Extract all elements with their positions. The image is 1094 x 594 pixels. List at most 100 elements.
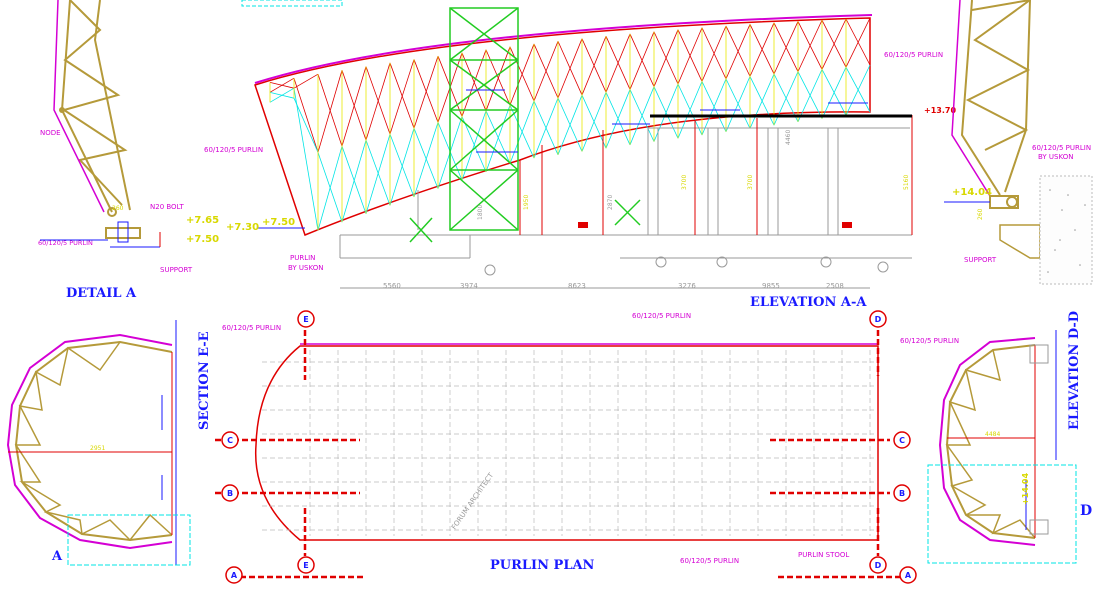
elevation-purlin-top-label: 60/120/5 PURLIN xyxy=(884,51,943,59)
lattice-member xyxy=(653,29,679,87)
detail-a-purlin-label: 60/120/5 PURLIN xyxy=(38,239,93,247)
dim-vert-2: 1950 xyxy=(523,195,530,210)
dim-vert-4: 3700 xyxy=(681,175,688,190)
elevation-purlin-uskon-2: BY USKON xyxy=(288,264,323,272)
lattice-member xyxy=(701,78,727,136)
plan-marker-c-left xyxy=(221,431,239,449)
lattice-member xyxy=(485,110,511,164)
plan-marker-label-8: D xyxy=(875,561,882,570)
dim-vert-3: 2870 xyxy=(607,195,614,210)
lattice-member xyxy=(269,77,295,93)
right-detail-level: +14.04 xyxy=(952,187,992,198)
detail-a-support-label: SUPPORT xyxy=(160,266,193,274)
lattice-member xyxy=(389,59,415,135)
plan-marker-d-top xyxy=(869,310,887,328)
section-ee-title: SECTION E-E xyxy=(197,331,212,430)
lattice-member xyxy=(269,87,295,103)
lattice-member xyxy=(749,22,775,77)
lattice-member xyxy=(533,41,559,102)
lattice-member xyxy=(365,134,391,214)
elevation-level-max: +13.70 xyxy=(924,106,956,115)
plan-marker-d-bottom xyxy=(869,556,887,574)
dim-bottom-5: 9855 xyxy=(762,282,780,290)
elevation-aa-title: ELEVATION A-A xyxy=(750,295,867,310)
section-ee-marker-a: A xyxy=(51,549,63,564)
detail-a-node-label: NODE xyxy=(40,129,61,137)
lattice-member xyxy=(485,46,511,111)
lattice-member xyxy=(677,81,703,139)
dim-vert-7: 5160 xyxy=(903,175,910,190)
right-detail-drawing: 60/120/5 PURLIN BY USKON +14.04 SUPPORT … xyxy=(944,0,1093,285)
lattice-member xyxy=(629,86,655,146)
plan-marker-label-2: D xyxy=(875,315,882,324)
plan-marker-a-left xyxy=(225,566,243,584)
dim-bottom-1: 5560 xyxy=(383,282,401,290)
plan-marker-label-5: B xyxy=(227,489,233,498)
plan-marker-label-4: C xyxy=(899,436,905,445)
elevation-level-1: +7.30 xyxy=(226,222,259,233)
plan-marker-e-top xyxy=(297,310,315,328)
dim-bottom-2: 3974 xyxy=(460,282,478,290)
lattice-member xyxy=(821,18,847,70)
lattice-member xyxy=(557,38,583,99)
plan-watermark: FORUM ARCHITECT xyxy=(450,471,495,531)
plan-marker-set xyxy=(221,310,917,584)
lattice-member xyxy=(317,70,343,153)
detail-a-title: DETAIL A xyxy=(66,286,137,301)
dim-bottom-6: 2508 xyxy=(826,282,844,290)
lattice-member xyxy=(845,64,871,116)
lattice-member xyxy=(317,146,343,231)
lattice-member xyxy=(341,140,367,223)
lattice-member xyxy=(773,21,799,75)
detail-a-bolt-label: N20 BOLT xyxy=(150,203,184,211)
section-ee-purlin: 60/120/5 PURLIN xyxy=(222,324,281,332)
elevation-level-2: +7.50 xyxy=(262,217,295,228)
plan-purlin-top: 60/120/5 PURLIN xyxy=(632,312,691,320)
plan-marker-c-right xyxy=(893,431,911,449)
elevation-purlin-left-label: 60/120/5 PURLIN xyxy=(204,146,263,154)
lattice-member xyxy=(461,52,487,111)
dim-vert-6: 4460 xyxy=(785,130,792,145)
lattice-member xyxy=(533,97,559,159)
right-detail-purlin-2: BY USKON xyxy=(1038,153,1073,161)
lattice-member xyxy=(605,33,631,93)
plan-purlin-bottom: 60/120/5 PURLIN xyxy=(680,557,739,565)
lattice-member xyxy=(581,92,607,152)
lattice-member xyxy=(461,49,487,117)
plan-marker-e-bottom xyxy=(297,556,315,574)
elevation-dd-marker-d: D xyxy=(1080,503,1092,519)
plan-marker-label-3: C xyxy=(227,436,233,445)
section-ee-drawing: 2951 60/120/5 PURLIN A SECTION E-E xyxy=(6,320,281,566)
elevation-aa-drawing: +7.30 +7.50 +13.70 60/120/5 PURLIN 60/12… xyxy=(204,7,956,310)
lattice-member xyxy=(509,100,535,164)
lattice-member xyxy=(845,17,871,68)
lattice-member xyxy=(797,19,823,72)
elevation-purlin-uskon-1: PURLIN xyxy=(290,254,315,262)
plan-marker-label-1: E xyxy=(303,315,308,324)
lattice-member xyxy=(605,89,631,149)
lattice-member xyxy=(293,73,319,89)
lattice-member xyxy=(389,128,415,206)
lattice-member xyxy=(725,76,751,132)
right-detail-dim: 260 xyxy=(977,208,984,220)
elevation-dd-drawing: 4484 +14.04 D ELEVATION D-D xyxy=(927,311,1092,564)
plan-marker-b-right xyxy=(893,484,911,502)
lattice-member xyxy=(797,69,823,123)
lattice-member xyxy=(581,36,607,96)
plan-purlin-stool: PURLIN STOOL xyxy=(798,551,849,559)
detail-a-dim: 260 xyxy=(112,205,124,212)
detail-a-level-top: +7.65 xyxy=(186,215,219,226)
right-detail-purlin-1: 60/120/5 PURLIN xyxy=(1032,144,1091,152)
dim-vert-5: 3700 xyxy=(747,175,754,190)
elevation-dd-title: ELEVATION D-D xyxy=(1067,311,1082,430)
plan-marker-a-right xyxy=(899,566,917,584)
plan-marker-label-9: A xyxy=(231,571,238,580)
lattice-member xyxy=(725,24,751,80)
lattice-member xyxy=(293,88,319,231)
lattice-member xyxy=(485,105,511,172)
lattice-member xyxy=(461,110,487,181)
lattice-member xyxy=(557,94,583,155)
section-ee-span: 2951 xyxy=(90,445,105,452)
dim-bottom-3: 8623 xyxy=(568,282,586,290)
